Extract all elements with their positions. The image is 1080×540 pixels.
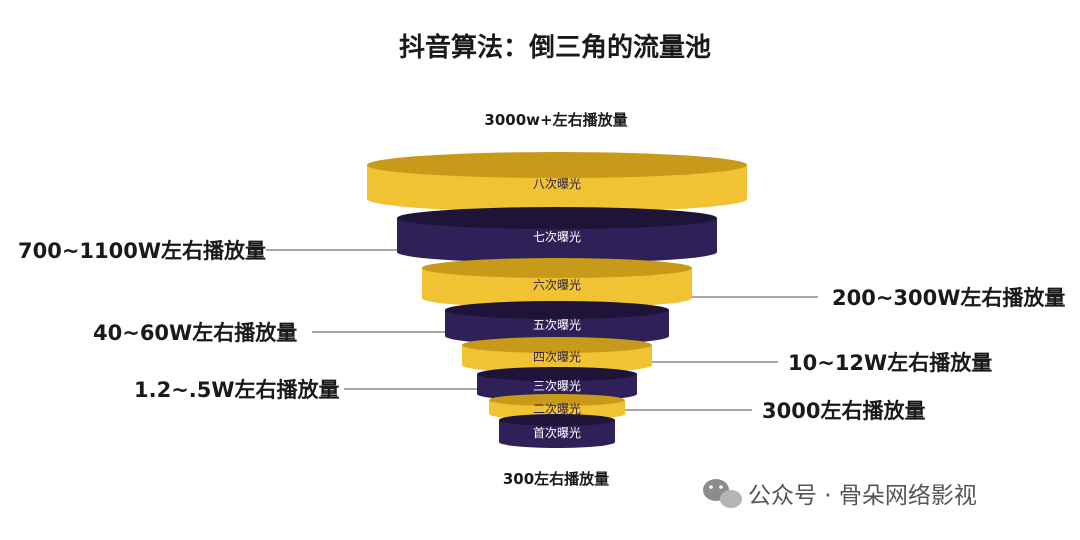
tier-top [445, 301, 669, 319]
funnel-annotations: 700~1100W左右播放量 200~300W左右播放量 40~60W左右播放量 10… [18, 239, 1065, 423]
annotation: 10~12W左右播放量 [652, 351, 992, 375]
tier-top [397, 207, 717, 229]
annotation: 1.2~.5W左右播放量 [134, 378, 477, 402]
tier-side [445, 310, 669, 345]
annotation-label: 3000左右播放量 [762, 399, 925, 423]
annotation: 200~300W左右播放量 [692, 286, 1065, 310]
tier-label: 二次曝光 [533, 402, 581, 416]
funnel-tier: 八次曝光 [367, 152, 747, 212]
funnel-tier: 七次曝光 [397, 207, 717, 263]
watermark-text: 公众号 · 骨朵网络影视 [748, 483, 977, 509]
annotation-label: 40~60W左右播放量 [93, 321, 297, 345]
diagram-title: 抖音算法：倒三角的流量池 [399, 32, 711, 63]
funnel-tier: 三次曝光 [477, 367, 637, 401]
tier-top [489, 394, 625, 406]
tier-top [367, 152, 747, 178]
tier-side [422, 268, 692, 308]
funnel-tier: 六次曝光 [422, 258, 692, 308]
wechat-icon [703, 479, 742, 508]
funnel-tier: 四次曝光 [462, 337, 652, 373]
annotation-label: 1.2~.5W左右播放量 [134, 378, 340, 402]
tier-label: 五次曝光 [533, 318, 581, 332]
tier-top [422, 258, 692, 278]
tier-label: 首次曝光 [533, 426, 581, 440]
tier-side [397, 218, 717, 263]
tier-top [477, 367, 637, 381]
annotation: 40~60W左右播放量 [93, 321, 445, 345]
tier-side [462, 345, 652, 373]
tier-side [367, 165, 747, 212]
watermark: 公众号 · 骨朵网络影视 [703, 479, 977, 509]
tier-top [462, 337, 652, 353]
funnel-tier: 二次曝光 [489, 394, 625, 420]
funnel-tier: 五次曝光 [445, 301, 669, 345]
annotation: 3000左右播放量 [625, 399, 925, 423]
tier-top [499, 414, 615, 426]
tier-label: 四次曝光 [533, 350, 581, 364]
tier-label: 三次曝光 [533, 379, 581, 393]
tier-label: 七次曝光 [533, 230, 581, 244]
tier-side [477, 374, 637, 401]
tier-label: 六次曝光 [533, 278, 581, 292]
annotation-label: 10~12W左右播放量 [788, 351, 992, 375]
annotation-label: 700~1100W左右播放量 [18, 239, 266, 263]
funnel-tier: 首次曝光 [499, 414, 615, 448]
tier-side [499, 420, 615, 448]
bottom-caption: 300左右播放量 [503, 470, 609, 488]
tier-label: 八次曝光 [533, 177, 581, 191]
annotation-label: 200~300W左右播放量 [832, 286, 1065, 310]
annotation: 700~1100W左右播放量 [18, 239, 397, 263]
top-caption: 3000w+左右播放量 [484, 111, 627, 129]
